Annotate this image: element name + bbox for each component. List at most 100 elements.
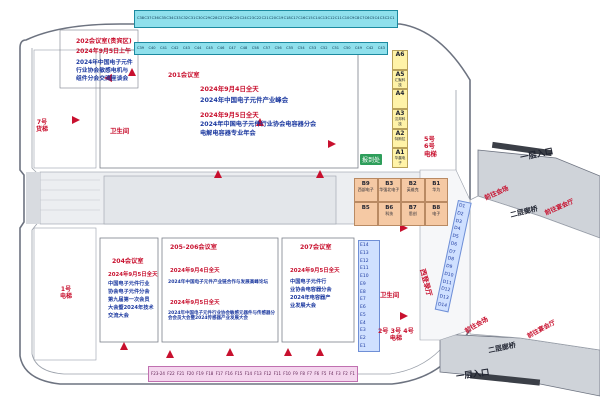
left-lower-room <box>33 227 97 361</box>
booth-e-7: E7 <box>360 297 366 303</box>
arrow-right-4 <box>328 140 336 148</box>
booth-d-11: D12 <box>440 286 451 294</box>
room-207-name: 207会议室 <box>300 244 332 251</box>
booth-d-5: D6 <box>450 241 458 248</box>
booth-mid-16: C52 <box>320 46 328 50</box>
hall-line-1: 2024年9月4日全天 <box>200 85 259 93</box>
booth-company: 华晨电子 <box>394 156 406 166</box>
booth-company: 电子 <box>432 211 441 216</box>
booth-e-2: E12 <box>360 258 369 264</box>
booth-top-10: C28 <box>210 16 218 20</box>
booth-top-23: C15 <box>305 16 313 20</box>
booth-b5: B5 <box>354 202 378 226</box>
arrow-right-1 <box>400 224 408 232</box>
room-202-line-3: 组件分会交流座谈会 <box>76 76 129 82</box>
room-202-date: 2024年9月5日上午 <box>76 48 132 55</box>
building-outline <box>19 23 471 385</box>
arrow-up-6 <box>226 348 234 356</box>
booth-d-13: D14 <box>437 302 448 309</box>
booth-d-3: D4 <box>453 226 461 233</box>
booth-mid-8: C47 <box>228 46 236 50</box>
booth-top-27: C11 <box>334 16 342 20</box>
room-207-date: 2024年9月5日全天 <box>290 268 340 274</box>
booth-mid-17: C51 <box>331 46 340 50</box>
booth-f-18: F5 <box>321 371 327 376</box>
arrow-up-3 <box>214 170 222 178</box>
booth-d-6: D7 <box>448 248 456 256</box>
booth-e-3: E11 <box>360 266 369 272</box>
booth-top-13: C25 <box>232 16 240 20</box>
booth-f-12: F11 <box>273 371 281 376</box>
room-202-name: 202会议室(贵宾区) <box>76 38 132 45</box>
booth-d-10: D11 <box>442 279 453 287</box>
booth-top-20: C18 <box>283 16 291 20</box>
booth-id: B5 <box>361 205 370 211</box>
booth-mid-19: C49 <box>354 46 362 50</box>
booth-id: A3 <box>395 110 405 117</box>
booth-mid-15: C53 <box>309 46 317 50</box>
left-stair-block <box>26 172 40 224</box>
booth-id: B6 <box>385 205 394 211</box>
booth-id: B2 <box>408 181 417 187</box>
room-202-box <box>59 29 139 89</box>
booth-top-35: C3 <box>379 16 385 20</box>
booth-top-30: C8 <box>354 16 360 20</box>
booth-e-8: E6 <box>360 305 366 311</box>
restroom-right-label: 卫生间 <box>380 291 400 299</box>
booth-f-14: F9 <box>292 371 298 376</box>
booth-f-7: F16 <box>225 371 233 376</box>
booth-top-0: C38 <box>137 16 145 20</box>
room-207-line-3: 2024年电容器产 <box>290 295 331 301</box>
booth-f-9: F14 <box>244 371 252 376</box>
arrow-up-9 <box>120 342 128 350</box>
booth-company: 华强北电子 <box>379 187 400 192</box>
arrow-right-3 <box>72 116 80 124</box>
booth-f-17: F6 <box>314 371 320 376</box>
booth-mid-2: C41 <box>159 46 168 50</box>
hall-line-4: 2024年中国电子元件行业协会电容器分会 <box>200 121 317 128</box>
booth-company: 华为 <box>432 187 441 192</box>
arrow-right-2 <box>400 312 408 320</box>
booth-a6: A6 <box>392 50 408 70</box>
booth-id: B7 <box>408 205 417 211</box>
booth-top-4: C34 <box>166 16 174 20</box>
booth-f-15: F8 <box>300 371 305 376</box>
booth-top-15: C23 <box>246 16 255 20</box>
booth-top-12: C26 <box>224 16 233 20</box>
booth-company: 英维克 <box>406 187 419 192</box>
booth-top-25: C13 <box>320 16 328 20</box>
elevator-5-6-label: 5号 6号 电梯 <box>424 135 437 158</box>
booth-top-5: C33 <box>173 16 181 20</box>
arrow-up-2 <box>256 118 264 126</box>
booth-d-4: D5 <box>451 233 460 240</box>
booth-id: B3 <box>385 181 394 187</box>
room-205-206-s2-date: 2024年9月5日全天 <box>170 300 220 306</box>
booth-top-36: C2 <box>384 16 390 20</box>
booth-mid-14: C54 <box>297 46 305 50</box>
hall-line-5: 电解电容器专业年会 <box>200 130 256 137</box>
direction-arrows <box>72 68 408 358</box>
booth-mid-4: C43 <box>182 46 190 50</box>
booth-f-4: F19 <box>196 371 204 376</box>
arrow-up-1 <box>128 68 136 76</box>
booth-f-21: F2 <box>342 371 348 376</box>
entrance-top-stripe <box>491 141 553 157</box>
booth-f-3: F20 <box>186 371 194 376</box>
booth-company: 思创 <box>408 211 417 216</box>
booth-f-13: F10 <box>283 371 291 376</box>
inner-wall <box>31 48 457 375</box>
room-204-line-2: 协会电子元件分会 <box>108 289 150 295</box>
booth-top-32: C6 <box>364 16 370 20</box>
booth-mid-5: C44 <box>194 46 202 50</box>
booth-mid-0: C39 <box>137 46 145 50</box>
booth-f-11: F12 <box>263 371 272 376</box>
